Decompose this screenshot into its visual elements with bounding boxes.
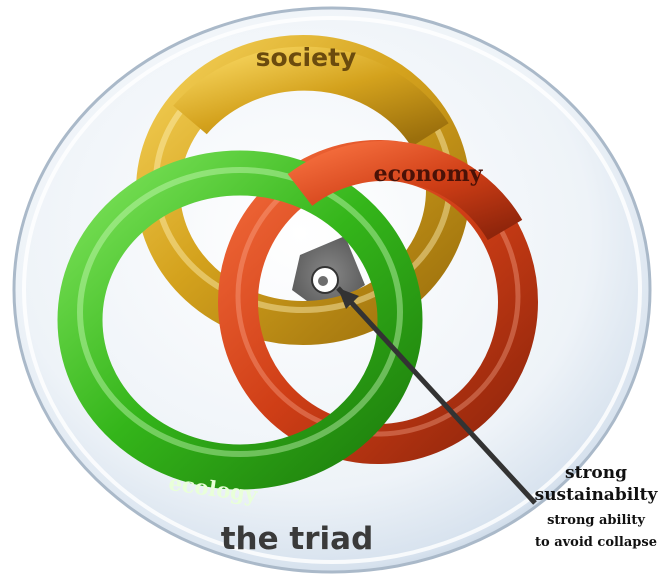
center-label-line4: to avoid collapse [535, 535, 657, 550]
economy-label: economy [374, 161, 484, 187]
society-label: society [256, 43, 357, 72]
diagram-title: the triad [221, 521, 374, 557]
center-marker-inner [318, 276, 328, 286]
center-label-line3: strong ability [547, 513, 645, 528]
center-label-line2: sustainabilty [535, 485, 659, 505]
center-label-line1: strong [565, 463, 627, 483]
